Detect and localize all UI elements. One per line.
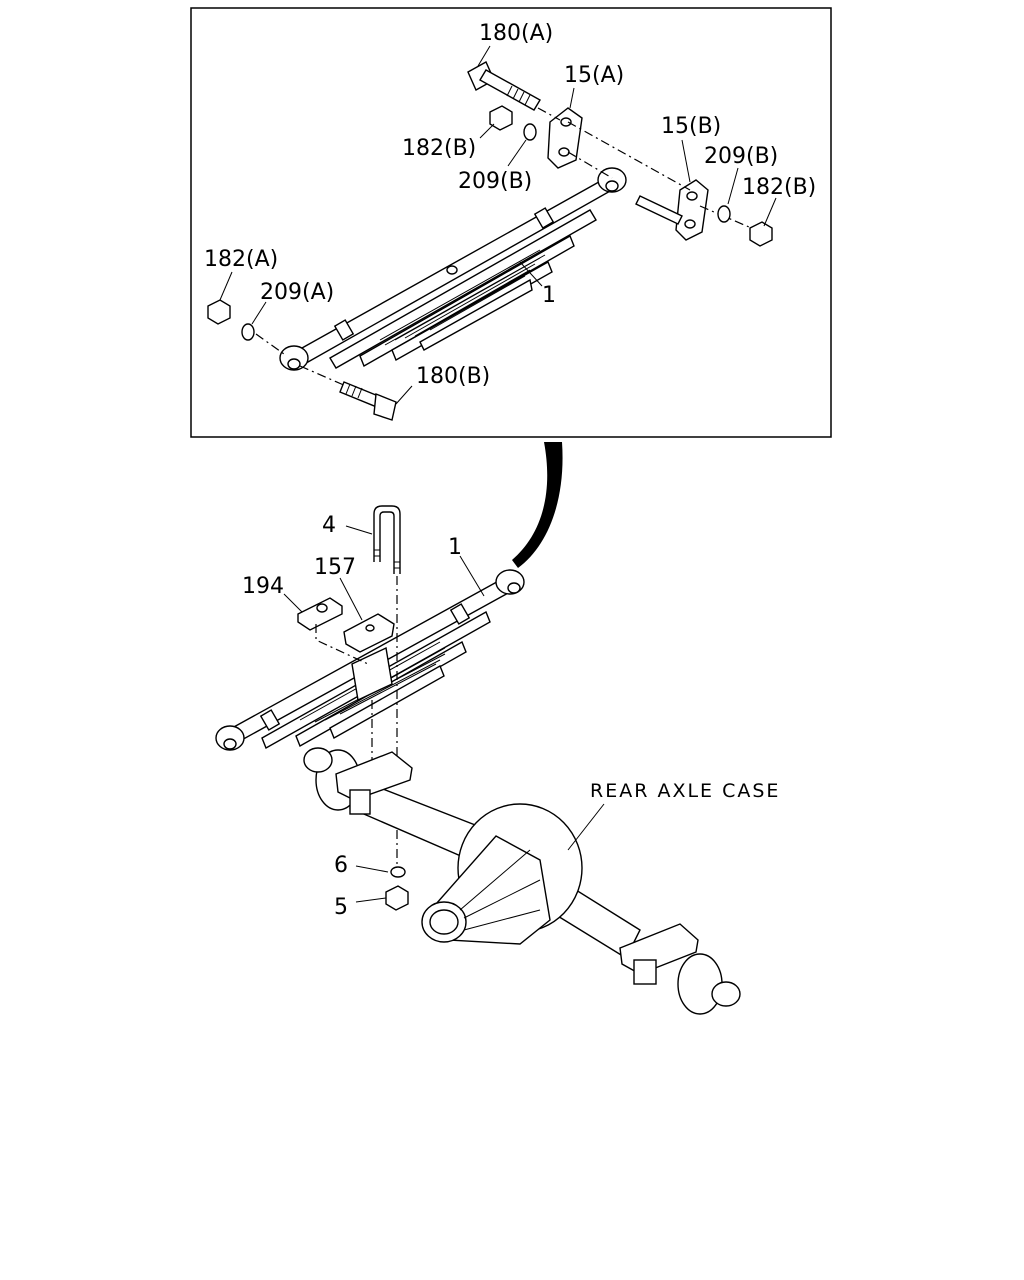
callout-15b: 15(B): [661, 114, 721, 139]
rear-axle-case: [303, 747, 741, 1015]
nut-182a: [207, 299, 231, 325]
bolt-180b: [339, 381, 397, 421]
callout-1-main: 1: [448, 535, 462, 560]
plate-157: [343, 613, 395, 653]
detail-frame: [190, 7, 832, 438]
callout-180a: 180(A): [479, 21, 553, 46]
washer-209b-left: [523, 123, 537, 141]
main-leaf-spring: [215, 569, 525, 751]
detail-pointer-arrow: [512, 442, 563, 568]
main-leaders: [283, 525, 605, 903]
washer-209a: [241, 323, 255, 341]
nut-182b-left: [489, 105, 513, 131]
callout-182b-right: 182(B): [742, 175, 816, 200]
washer-209b-right: [717, 205, 731, 223]
callout-209b-left: 209(B): [458, 169, 532, 194]
callout-194: 194: [242, 574, 284, 599]
detail-leaf-spring: [279, 167, 627, 371]
callout-157: 157: [314, 555, 356, 580]
shackle-15a: [547, 107, 583, 169]
bolt-180a: [467, 61, 541, 111]
callout-4: 4: [322, 513, 336, 538]
callout-15a: 15(A): [564, 63, 624, 88]
callout-5: 5: [334, 895, 348, 920]
detail-leaders: [219, 45, 777, 405]
callout-182a: 182(A): [204, 247, 278, 272]
callout-209a: 209(A): [260, 280, 334, 305]
nut-5: [385, 885, 409, 911]
nut-182b-right: [749, 221, 773, 247]
callout-6: 6: [334, 853, 348, 878]
callout-182b-left: 182(B): [402, 136, 476, 161]
washer-6: [390, 866, 406, 878]
callout-209b-right: 209(B): [704, 144, 778, 169]
callout-1-detail: 1: [542, 283, 556, 308]
shackle-15b: [635, 179, 709, 241]
bumper-194: [297, 597, 343, 631]
callout-180b: 180(B): [416, 364, 490, 389]
callout-rear-axle-case: REAR AXLE CASE: [590, 780, 780, 802]
u-bolt-4: [373, 505, 401, 574]
